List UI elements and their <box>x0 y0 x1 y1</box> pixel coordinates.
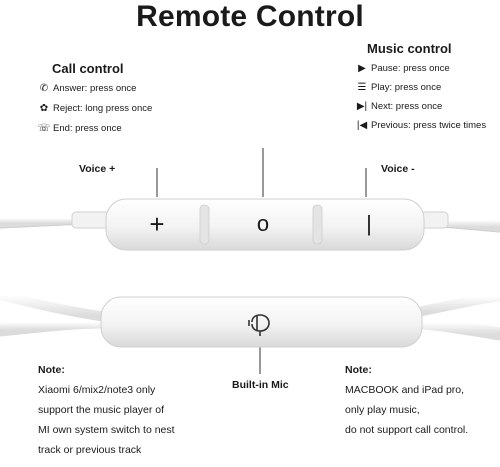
built-in-mic-label: Built-in Mic <box>232 379 289 391</box>
voice-minus-label: Voice - <box>381 163 415 175</box>
play-pause-button[interactable]: o <box>256 211 270 236</box>
previous-track-icon: |◀ <box>356 120 368 131</box>
voice-plus-button[interactable]: + <box>149 209 165 239</box>
music-item-pause: ▶Pause: press once <box>355 63 500 75</box>
music-item-previous: |◀Previous: press twice times <box>356 120 487 131</box>
call-item-answer: ✆Answer: press once <box>37 83 217 95</box>
note-left: Note: Xiaomi 6/mix2/note3 only support t… <box>38 360 228 460</box>
play-icon: ▶ <box>358 63 366 74</box>
note-left-heading: Note: <box>38 364 65 376</box>
pause-icon: ☰ <box>357 82 367 93</box>
note-right-line: MACBOOK and iPad pro, <box>345 384 465 396</box>
voice-plus-label: Voice + <box>79 163 116 175</box>
call-item-end: ☏End: press once <box>37 123 122 134</box>
mic-remote <box>100 296 423 348</box>
note-left-line: Xiaomi 6/mix2/note3 only <box>38 384 156 396</box>
phone-end-icon: ☏ <box>37 123 51 134</box>
call-item-reject: ✿Reject: long press once <box>37 103 217 115</box>
note-left-line: track or previous track <box>38 444 142 456</box>
note-right-heading: Note: <box>345 364 372 376</box>
music-control-section: Music control ▶Pause: press once ☰Play: … <box>355 41 500 132</box>
call-control-heading: Call control <box>52 61 124 76</box>
call-control-section: Call control ✆Answer: press once ✿Reject… <box>37 61 217 135</box>
phone-answer-icon: ✆ <box>39 83 49 94</box>
note-left-line: MI own system switch to nest <box>38 424 175 436</box>
control-remote <box>105 198 425 251</box>
top-cable <box>0 211 500 233</box>
music-control-heading: Music control <box>367 41 452 56</box>
note-right-line: only play music, <box>345 404 420 416</box>
microphone-icon <box>248 314 270 336</box>
voice-minus-button[interactable]: | <box>366 211 372 236</box>
note-left-line: support the music player of <box>38 404 165 416</box>
next-track-icon: ▶​| <box>356 101 368 112</box>
page-title: Remote Control <box>136 0 364 33</box>
music-item-play: ☰Play: press once <box>355 82 500 94</box>
note-right: Note: MACBOOK and iPad pro, only play mu… <box>345 360 500 440</box>
phone-reject-icon: ✿ <box>39 103 49 114</box>
note-right-line: do not support call control. <box>345 424 469 436</box>
bottom-cable <box>0 290 500 341</box>
music-item-next: ▶​|Next: press once <box>356 101 443 112</box>
